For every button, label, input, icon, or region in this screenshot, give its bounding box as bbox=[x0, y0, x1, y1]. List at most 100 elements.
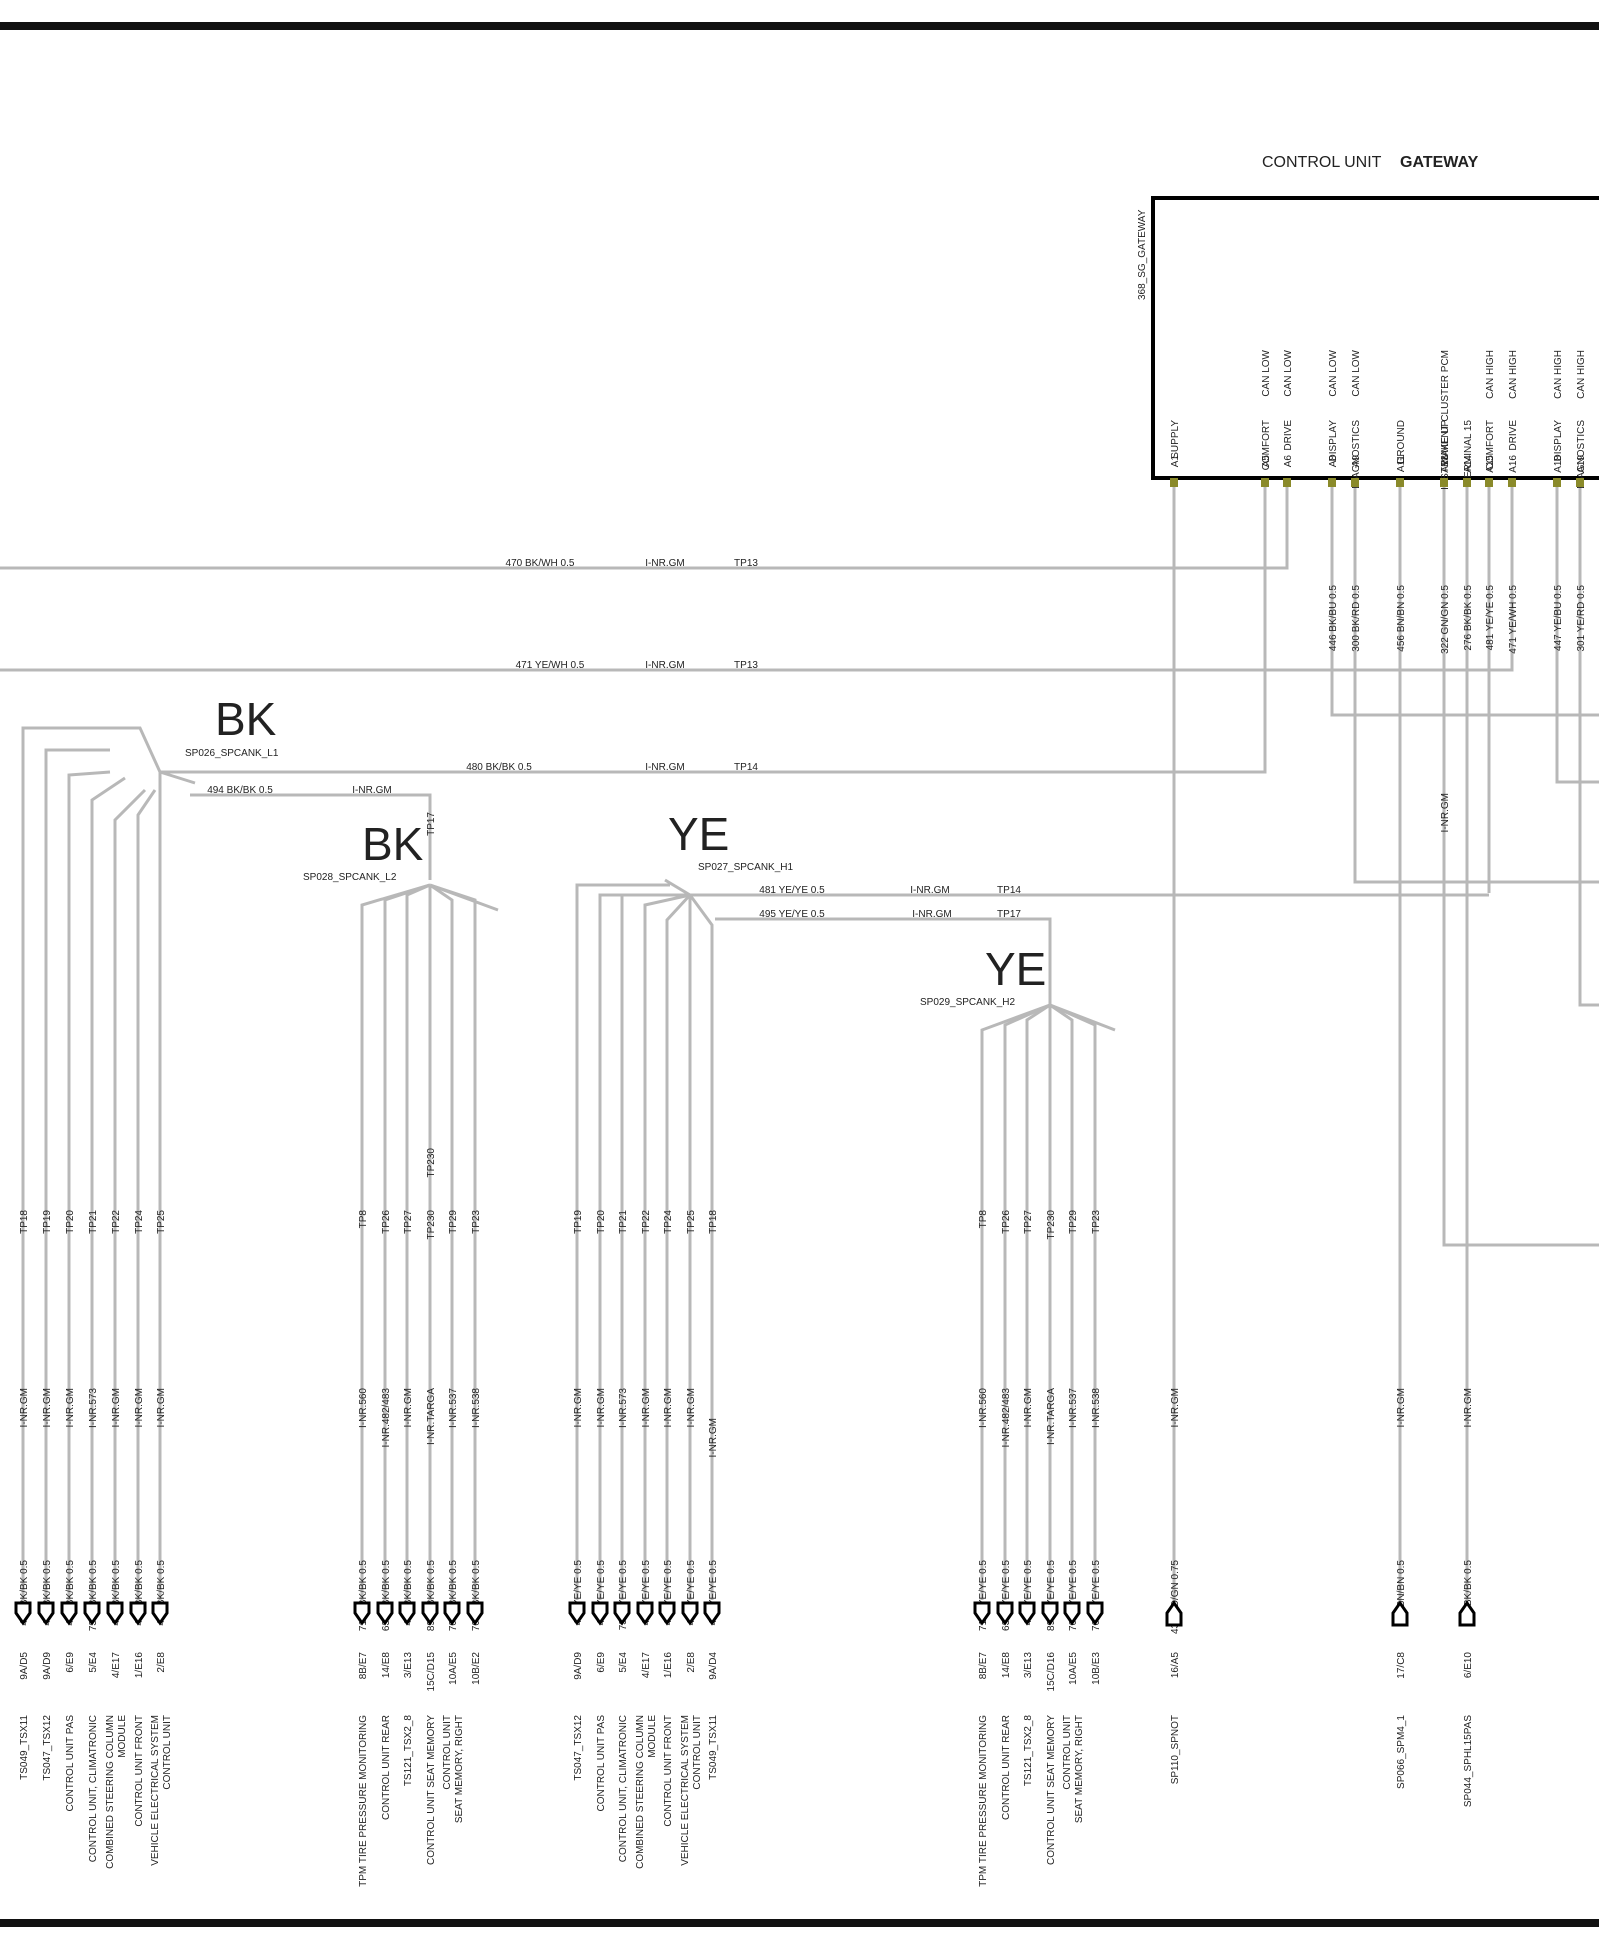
branch-wire-g3-4 bbox=[665, 893, 692, 1600]
branch-connector-g3: I-NR.GM bbox=[686, 1388, 697, 1427]
single-pin-s3: 6/E10 bbox=[1463, 1652, 1474, 1679]
wire-480 bbox=[160, 487, 1267, 774]
branch-connector-g2: I-NR.537 bbox=[448, 1388, 459, 1428]
pin-number-a11: A11 bbox=[1396, 455, 1407, 472]
branch-destination-g1: TS047_TSX12 bbox=[42, 1715, 53, 1781]
branch-wire-label-g3: 489 YE/YE 0.5 bbox=[641, 1560, 652, 1626]
splice-stub-g2 bbox=[429, 883, 499, 912]
harness-testpoint-w470: TP13 bbox=[734, 558, 758, 569]
branch-connector-g1: I-NR.GM bbox=[111, 1388, 122, 1427]
single-destination-s3: SP044_SPHL15PAS bbox=[1463, 1715, 1474, 1807]
branch-wire-g2-2 bbox=[405, 883, 431, 1600]
harness-connector-label-w494: I-NR.GM bbox=[352, 785, 391, 796]
branch-pin-g4: 10B/E3 bbox=[1091, 1652, 1102, 1685]
branch-destination-g3: CONTROL UNIT, CLIMATRONIC bbox=[618, 1715, 629, 1862]
branch-pin-g2: 14/E8 bbox=[381, 1652, 392, 1679]
branch-destination-g4: CONTROL UNIT bbox=[1062, 1715, 1073, 1790]
top-border bbox=[0, 22, 1599, 30]
branch-pin-g3: 1/E16 bbox=[663, 1652, 674, 1679]
branch-connector-g4: I-NR.537 bbox=[1068, 1388, 1079, 1428]
branch-connector-g2: I-NR.538 bbox=[471, 1388, 482, 1428]
branch-wire-label-g4: 6327 YE/YE 0.5 bbox=[1001, 1560, 1012, 1631]
branch-destination-g2: TPM TIRE PRESSURE MONITORING bbox=[358, 1715, 369, 1887]
branch-wire-g4-0 bbox=[980, 1003, 1051, 1600]
harness-wire-label-w494: 494 BK/BK 0.5 bbox=[207, 785, 273, 796]
gateway-device-id: 368_SG_GATEWAY bbox=[1137, 209, 1148, 300]
branch-testpoint-g3: TP19 bbox=[573, 1210, 584, 1234]
branch-connector-g2: I-NR.560 bbox=[358, 1388, 369, 1428]
branch-testpoint-g3: TP18 bbox=[708, 1210, 719, 1234]
branch-destination-g3: VEHICLE ELECTRICAL SYSTEM bbox=[680, 1715, 691, 1866]
wire-494 bbox=[190, 793, 432, 880]
single-connector-s3: I-NR.GM bbox=[1463, 1388, 1474, 1427]
gateway-wire-label: 300 BK/RD 0.5 bbox=[1351, 585, 1362, 652]
branch-terminal-g3 bbox=[591, 1601, 609, 1626]
branch-destination-g1: CONTROL UNIT, CLIMATRONIC bbox=[88, 1715, 99, 1862]
branch-wire-g1-1 bbox=[44, 748, 110, 1600]
pin-number-a6: A6 bbox=[1283, 455, 1294, 468]
branch-connector-g4: I-NR.482/483 bbox=[1001, 1388, 1012, 1448]
branch-destination-g2: TS121_TSX2_8 bbox=[403, 1715, 414, 1787]
branch-destination-g3: CONTROL UNIT PAS bbox=[596, 1715, 607, 1812]
branch-wire-g4-1 bbox=[1003, 1003, 1051, 1600]
branch-testpoint-g1: TP18 bbox=[19, 1210, 30, 1234]
branch-wire-label-g4: 497 YE/YE 0.5 bbox=[1023, 1560, 1034, 1626]
single-destination-s2: SP066_SPM4_1 bbox=[1396, 1715, 1407, 1789]
bottom-border bbox=[0, 1919, 1599, 1927]
branch-connector-g4: I-NR.538 bbox=[1091, 1388, 1102, 1428]
branch-connector-g1: I-NR.GM bbox=[42, 1388, 53, 1427]
pin-function-a8: DISPLAY bbox=[1328, 420, 1339, 462]
branch-wire-label-g3: 483 YE/YE 0.5 bbox=[708, 1560, 719, 1626]
gateway-control-unit-box[interactable] bbox=[1151, 196, 1599, 480]
branch-testpoint-g2: TP26 bbox=[381, 1210, 392, 1234]
branch-pin-g3: 4/E17 bbox=[641, 1652, 652, 1679]
branch-testpoint-g1: TP25 bbox=[156, 1210, 167, 1234]
branch-destination-g4: TS121_TSX2_8 bbox=[1023, 1715, 1034, 1787]
pin-number-a14: A14 bbox=[1463, 455, 1474, 473]
branch-destination-g1: TS049_TSX11 bbox=[19, 1715, 30, 1780]
branch-testpoint-g2: TP230 bbox=[426, 1210, 437, 1240]
branch-wire-g4-2 bbox=[1025, 1003, 1051, 1600]
pin-terminal-a13 bbox=[1440, 478, 1448, 487]
branch-testpoint-g4: TP29 bbox=[1068, 1210, 1079, 1234]
branch-wire-label-g1: 492 BK/BK 0.5 bbox=[156, 1560, 167, 1626]
harness-testpoint-w480: TP14 bbox=[734, 762, 758, 773]
pin-function-a19: DIAGNOSTICS bbox=[1576, 420, 1587, 489]
pin-function-a15: COMFORT bbox=[1485, 420, 1496, 470]
branch-destination-g4: SEAT MEMORY, RIGHT bbox=[1074, 1715, 1085, 1823]
gateway-wire-label: 481 YE/YE 0.5 bbox=[1485, 585, 1496, 651]
wire-447 bbox=[1555, 487, 1599, 784]
pin-terminal-a5 bbox=[1261, 478, 1269, 487]
branch-connector-g1: I-NR.GM bbox=[65, 1388, 76, 1427]
gateway-wire-label: 446 BK/BU 0.5 bbox=[1328, 585, 1339, 652]
branch-terminal-g2 bbox=[398, 1601, 416, 1626]
pin-signal-a18: CAN HIGH bbox=[1553, 350, 1564, 399]
branch-wire-label-g1: 482 BK/BK 0.5 bbox=[19, 1560, 30, 1626]
branch-terminal-g4 bbox=[996, 1601, 1014, 1626]
branch-testpoint-g2: TP29 bbox=[448, 1210, 459, 1234]
branch-destination-g2: CONTROL UNIT SEAT MEMORY bbox=[426, 1715, 437, 1865]
branch-connector-g3: I-NR.573 bbox=[618, 1388, 629, 1428]
pin-function-a5: COMFORT bbox=[1261, 420, 1272, 470]
harness-connector-label-w471: I-NR.GM bbox=[645, 660, 684, 671]
branch-testpoint-g2: TP23 bbox=[471, 1210, 482, 1234]
pin-function-a1: SUPPLY bbox=[1170, 420, 1181, 459]
branch-pin-g3: 5/E4 bbox=[618, 1652, 629, 1673]
branch-terminal-g4 bbox=[1063, 1601, 1081, 1626]
gateway-wire-label: 276 BK/BK 0.5 bbox=[1463, 585, 1474, 651]
gateway-wire-label: 447 YE/BU 0.5 bbox=[1553, 585, 1564, 651]
branch-testpoint-g2: TP27 bbox=[403, 1210, 414, 1234]
branch-testpoint-g1: TP24 bbox=[134, 1210, 145, 1234]
pin-function-a13: WAKE UP bbox=[1440, 420, 1451, 466]
splice-stub-g1 bbox=[159, 770, 196, 785]
branch-terminal-g4 bbox=[1018, 1601, 1036, 1626]
branch-testpoint-g3: TP21 bbox=[618, 1210, 629, 1234]
splice-name-sp026: SP026_SPCANK_L1 bbox=[185, 748, 279, 759]
branch-wire-g2-0 bbox=[360, 883, 431, 1600]
pin-signal-a15: CAN HIGH bbox=[1485, 350, 1496, 399]
gateway-wire-label: 322 GN/GN 0.5 bbox=[1440, 585, 1451, 654]
branch-wire-label-g3: 491 YE/YE 0.5 bbox=[663, 1560, 674, 1626]
branch-destination-g4: CONTROL UNIT REAR bbox=[1001, 1715, 1012, 1820]
branch-testpoint-g1: TP22 bbox=[111, 1210, 122, 1234]
